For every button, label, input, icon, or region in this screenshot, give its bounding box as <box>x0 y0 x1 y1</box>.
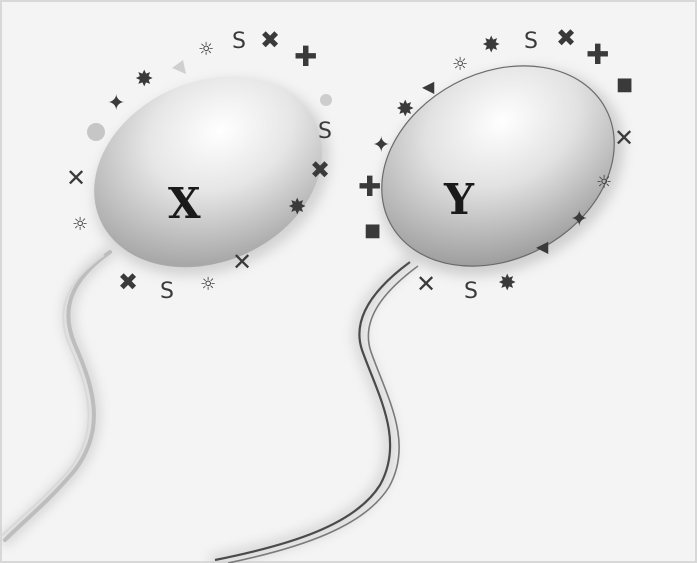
triangle-marker-icon: ◀ <box>536 237 549 256</box>
cross-blob-marker-icon: ✖ <box>556 24 576 52</box>
cell-x-label: X <box>168 179 201 228</box>
x-marker-icon: ✕ <box>66 164 86 192</box>
x-marker-icon: ✕ <box>614 124 634 152</box>
star-marker-icon: ✦ <box>372 133 390 158</box>
plus-marker-icon: ✚ <box>294 40 317 73</box>
square-marker-icon: ■ <box>364 220 381 241</box>
letter-s-marker: S <box>232 29 246 54</box>
sun-marker-icon: ☼ <box>198 39 214 60</box>
star-burst-marker-icon: ✸ <box>482 33 500 58</box>
plus-marker-icon: ✚ <box>586 38 609 71</box>
letter-s-marker: S <box>524 29 538 54</box>
star-burst-marker-icon: ✸ <box>498 271 516 296</box>
star-burst-marker-icon: ✸ <box>288 195 306 220</box>
star-burst-marker-icon: ✸ <box>135 67 153 92</box>
cross-blob-marker-icon: ✖ <box>310 156 330 184</box>
x-marker-icon: ✕ <box>416 270 436 298</box>
star-marker-icon: ✦ <box>107 91 125 116</box>
letter-s-marker: S <box>160 279 174 304</box>
x-marker-icon: ✕ <box>232 248 252 276</box>
star-burst-marker-icon: ✸ <box>396 97 414 122</box>
sun-marker-icon: ☼ <box>452 54 468 75</box>
star-marker-icon: ✦ <box>570 207 588 232</box>
sun-marker-icon: ☼ <box>200 274 216 295</box>
plus-marker-icon: ✚ <box>358 170 381 203</box>
sun-marker-icon: ☼ <box>72 214 88 235</box>
cell-y-label: Y <box>443 175 475 224</box>
cross-blob-marker-icon: ✖ <box>118 268 138 296</box>
cross-blob-marker-icon: ✖ <box>260 26 280 54</box>
triangle-marker-icon: ◀ <box>422 77 435 96</box>
letter-s-marker: S <box>464 279 478 304</box>
sun-marker-icon: ☼ <box>596 172 612 193</box>
square-marker-icon: ■ <box>616 74 633 95</box>
letter-s-marker: S <box>318 119 332 144</box>
